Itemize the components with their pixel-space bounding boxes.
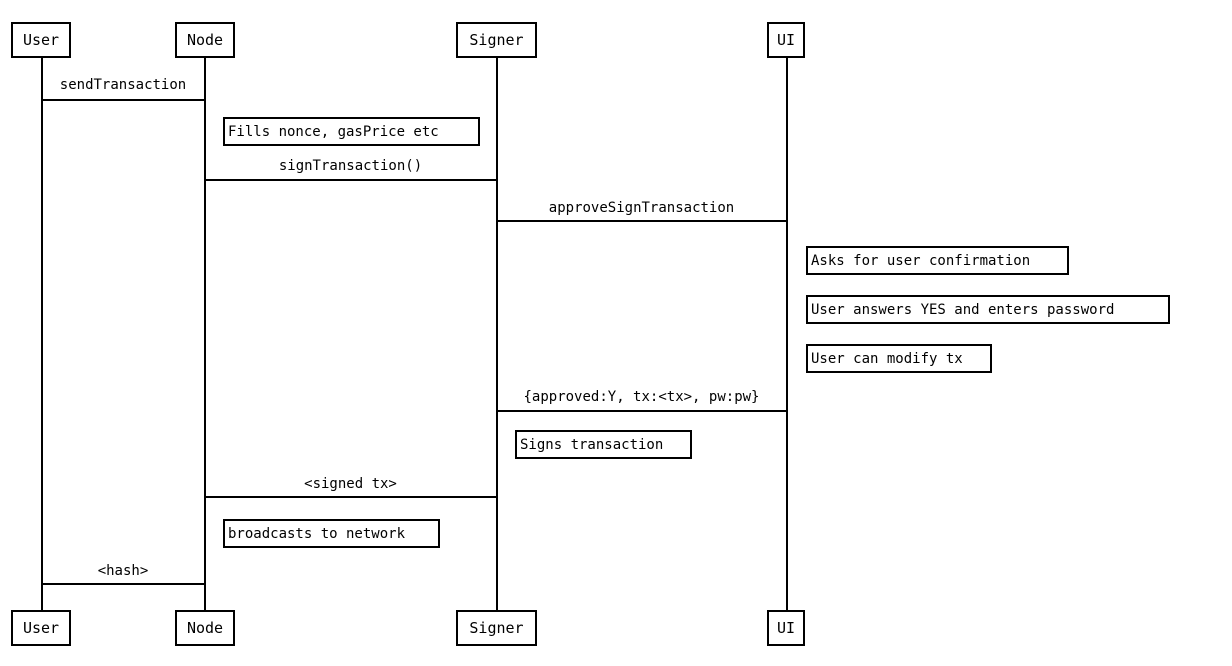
message-label-sign-transaction: signTransaction() <box>278 158 423 174</box>
message-line-approved-response <box>496 410 787 412</box>
message-line-approve-sign-transaction <box>496 220 787 222</box>
participant-box-node-bottom[interactable]: Node <box>175 610 235 646</box>
message-line-sign-transaction <box>204 179 497 181</box>
participant-box-user-bottom[interactable]: User <box>11 610 71 646</box>
participant-box-signer-top[interactable]: Signer <box>456 22 537 58</box>
note-signs-transaction: Signs transaction <box>515 430 692 459</box>
note-user-answers-yes: User answers YES and enters password <box>806 295 1170 324</box>
lifeline-signer <box>496 58 498 610</box>
message-label-signed-tx: <signed tx> <box>304 476 397 492</box>
lifeline-user <box>41 58 43 610</box>
note-broadcasts-to-network: broadcasts to network <box>223 519 440 548</box>
note-fills-nonce: Fills nonce, gasPrice etc <box>223 117 480 146</box>
participant-box-user-top[interactable]: User <box>11 22 71 58</box>
lifeline-ui <box>786 58 788 610</box>
message-line-hash <box>41 583 205 585</box>
message-label-approved-response: {approved:Y, tx:<tx>, pw:pw} <box>523 389 760 405</box>
lifeline-node <box>204 58 206 610</box>
participant-box-signer-bottom[interactable]: Signer <box>456 610 537 646</box>
participant-box-ui-bottom[interactable]: UI <box>767 610 805 646</box>
message-label-approve-sign-transaction: approveSignTransaction <box>548 200 735 216</box>
participant-box-node-top[interactable]: Node <box>175 22 235 58</box>
participant-box-ui-top[interactable]: UI <box>767 22 805 58</box>
message-line-signed-tx <box>204 496 497 498</box>
note-user-can-modify-tx: User can modify tx <box>806 344 992 373</box>
message-line-send-transaction <box>41 99 205 101</box>
message-label-hash: <hash> <box>97 563 149 579</box>
note-asks-for-user-confirmation: Asks for user confirmation <box>806 246 1069 275</box>
message-label-send-transaction: sendTransaction <box>59 77 187 93</box>
